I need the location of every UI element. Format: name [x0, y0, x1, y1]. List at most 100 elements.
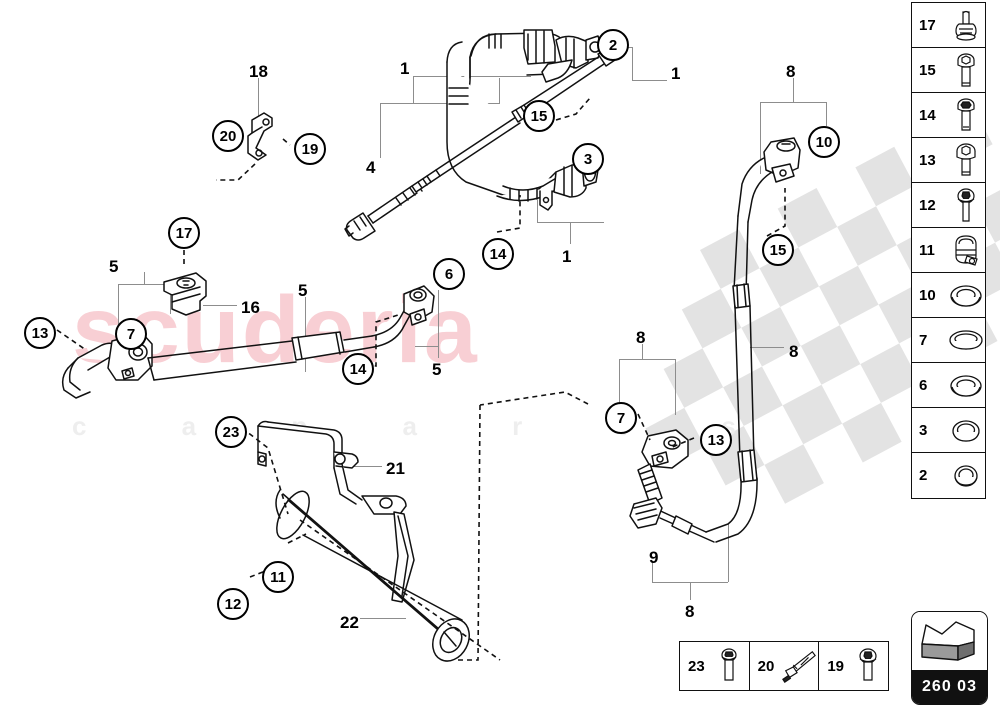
leader-1-top-horizontal — [413, 76, 531, 77]
callout-23[interactable]: 23 — [215, 416, 247, 448]
dash-14-top — [496, 195, 521, 233]
bracket-1-lower-leg — [537, 200, 538, 222]
bracket-1-lower-stem — [570, 222, 571, 244]
callout-14-mid[interactable]: 14 — [342, 353, 374, 385]
callout-12[interactable]: 12 — [217, 588, 249, 620]
o-ring-icon — [946, 408, 986, 453]
sidebar-row-17[interactable]: 17 — [912, 3, 985, 48]
sidebar-number-3: 3 — [919, 421, 928, 439]
label-5-right: 5 — [432, 360, 442, 379]
dash-11 — [287, 533, 307, 544]
callout-10[interactable]: 10 — [808, 126, 840, 158]
dash-drier-axis — [299, 519, 501, 661]
sidebar-number-14: 14 — [919, 106, 936, 124]
sidebar-row-11[interactable]: 11 — [912, 228, 985, 273]
sidebar-number-15: 15 — [919, 61, 936, 79]
sidebar-number-7: 7 — [919, 331, 928, 349]
callout-15-top[interactable]: 15 — [523, 100, 555, 132]
leader-1-right-leg — [632, 47, 633, 80]
legend-cell-23[interactable]: 23 — [680, 642, 750, 690]
sidebar-number-10: 10 — [919, 286, 936, 304]
callout-3[interactable]: 3 — [572, 143, 604, 175]
label-1-top-left: 1 — [400, 59, 410, 78]
sidebar-number-11: 11 — [919, 241, 935, 259]
badge-number-text: 260 03 — [912, 670, 987, 704]
part-number-badge[interactable]: 260 03 — [911, 611, 988, 705]
callout-20[interactable]: 20 — [212, 120, 244, 152]
dash-13-right — [669, 437, 695, 449]
dash-20 — [216, 163, 256, 181]
callout-13-right[interactable]: 13 — [700, 424, 732, 456]
label-4: 4 — [366, 158, 376, 177]
bottom-legend: 23 20 — [679, 641, 889, 691]
dash-15-right — [766, 188, 786, 237]
callout-14-top[interactable]: 14 — [482, 238, 514, 270]
o-ring-icon — [946, 363, 986, 408]
legend-number-23: 23 — [688, 657, 705, 675]
bracket-8-bottom-right-leg — [728, 520, 729, 582]
callout-2[interactable]: 2 — [597, 29, 629, 61]
bracket-8-mid — [619, 359, 675, 360]
sidebar-row-13[interactable]: 13 — [912, 138, 985, 183]
label-22: 22 — [340, 613, 359, 632]
o-ring-icon — [946, 453, 986, 498]
sidebar-row-3[interactable]: 3 — [912, 408, 985, 453]
leader-8-top-stem — [793, 78, 794, 102]
bracket-1-stem — [413, 76, 414, 104]
dash-7-right — [637, 413, 651, 441]
callout-15-right[interactable]: 15 — [762, 234, 794, 266]
sidebar-row-2[interactable]: 2 — [912, 453, 985, 498]
label-8-mid: 8 — [636, 328, 646, 347]
dash-assembly-link-lower — [456, 404, 481, 661]
torx-bolt-icon — [946, 93, 986, 138]
bracket-8-top-left-leg — [760, 102, 761, 174]
legend-cell-20[interactable]: 20 — [750, 642, 820, 690]
sidebar-row-10[interactable]: 10 — [912, 273, 985, 318]
sidebar-row-12[interactable]: 12 — [912, 183, 985, 228]
callout-19[interactable]: 19 — [294, 133, 326, 165]
label-18: 18 — [249, 62, 268, 81]
flange-bolt-icon — [946, 183, 986, 228]
label-1-lower: 1 — [562, 247, 572, 266]
bolt-icon — [710, 642, 748, 690]
leader-1-right — [632, 80, 667, 81]
leader-18 — [258, 78, 259, 120]
dash-19 — [282, 138, 291, 146]
callout-7-left[interactable]: 7 — [115, 318, 147, 350]
hex-socket-bolt-icon — [946, 138, 986, 183]
sidebar-row-6[interactable]: 6 — [912, 363, 985, 408]
sidebar-number-2: 2 — [919, 467, 928, 484]
cable-tie-icon — [780, 642, 818, 690]
sidebar-number-17: 17 — [919, 16, 936, 34]
callout-6[interactable]: 6 — [433, 258, 465, 290]
leader-22 — [360, 618, 406, 619]
dash-13-left — [56, 329, 87, 351]
callout-17[interactable]: 17 — [168, 217, 200, 249]
dash-15-top — [555, 97, 591, 121]
sidebar-row-14[interactable]: 14 — [912, 93, 985, 138]
rubber-mount-icon — [946, 3, 986, 48]
label-8-bottom: 8 — [685, 602, 695, 621]
leader-16 — [203, 305, 237, 306]
label-16: 16 — [241, 298, 260, 317]
bracket-5-left — [118, 284, 170, 285]
sidebar-row-7[interactable]: 7 — [912, 318, 985, 363]
parts-legend-sidebar: 17 15 — [911, 2, 986, 499]
leader-8-pipe — [750, 347, 784, 348]
callout-13-left[interactable]: 13 — [24, 317, 56, 349]
label-9: 9 — [649, 548, 659, 567]
callout-7-right[interactable]: 7 — [605, 402, 637, 434]
sidebar-number-13: 13 — [919, 151, 936, 169]
legend-cell-19[interactable]: 19 — [819, 642, 888, 690]
leader-8-mid-stem — [642, 344, 643, 359]
leader-21 — [344, 466, 382, 467]
leader-8-bottom-stem — [690, 582, 691, 600]
bracket-8-top — [760, 102, 826, 103]
sidebar-row-15[interactable]: 15 — [912, 48, 985, 93]
callout-11[interactable]: 11 — [262, 561, 294, 593]
hex-socket-bolt-icon — [946, 48, 986, 93]
sidebar-number-6: 6 — [919, 376, 928, 394]
label-21: 21 — [386, 459, 405, 478]
leader-9 — [652, 562, 653, 582]
